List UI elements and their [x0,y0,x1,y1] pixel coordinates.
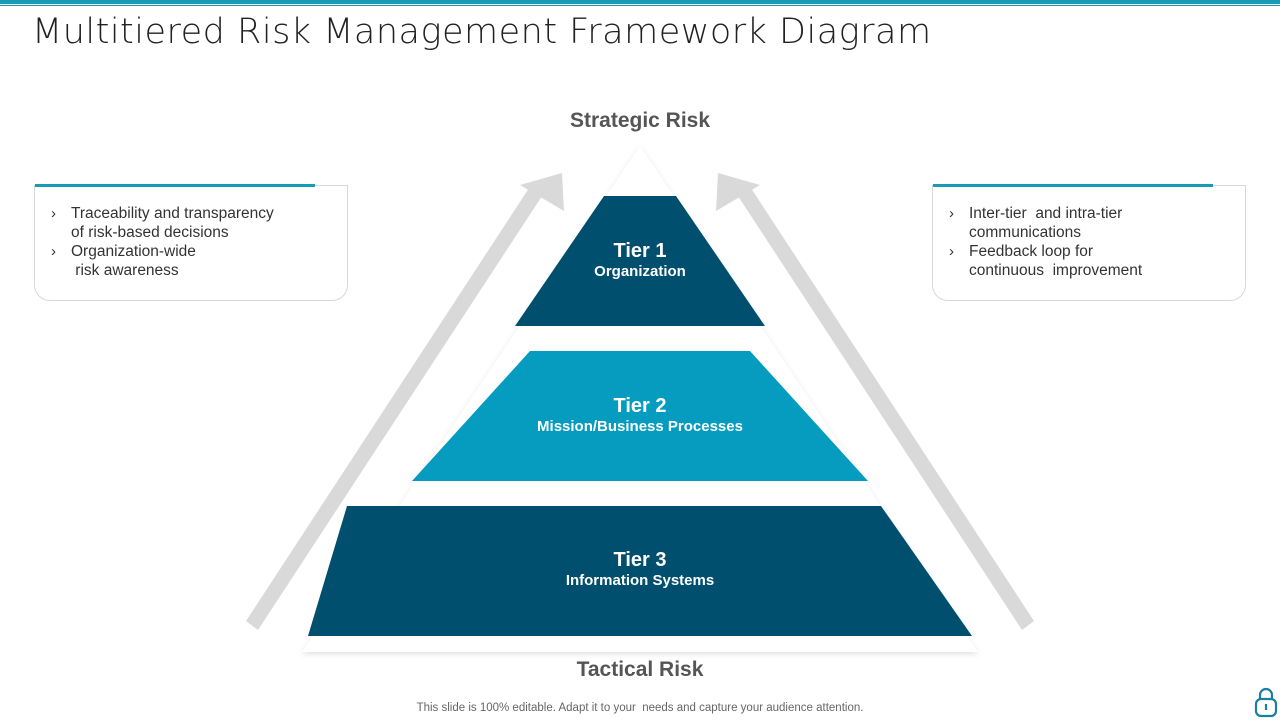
tactical-risk-label: Tactical Risk [576,658,704,681]
tier-3-title: Tier 3 [613,549,667,571]
right-info-box-accent [933,184,1213,187]
chevron-right-icon: › [51,205,56,222]
right-info-item-2-line-2: continuous improvement [969,262,1143,279]
left-info-item-1-line-1: Traceability and transparency [71,205,274,222]
tier-2-title: Tier 2 [613,395,667,417]
left-info-item-1-line-2: of risk-based decisions [71,224,229,241]
right-info-item-2-line-1: Feedback loop for [969,243,1094,260]
right-info-item-1-line-1: Inter-tier and intra-tier [969,205,1123,222]
chevron-right-icon: › [949,243,954,260]
tier-3-subtitle: Information Systems [565,572,715,589]
tier-3-label: Tier 3 Information Systems [440,549,840,591]
tier-2-shape [412,351,868,481]
chevron-right-icon: › [51,243,56,260]
tier-2-subtitle: Mission/Business Processes [537,418,743,435]
top-accent-line-thin [0,5,1280,6]
left-info-list: › Traceability and transparency of risk-… [35,186,347,280]
right-info-item: › Inter-tier and intra-tier communicatio… [949,204,1233,242]
up-right-arrow-icon [246,173,564,630]
left-info-box-accent [35,184,315,187]
lock-icon [1254,687,1278,718]
right-info-item-1-line-2: communications [969,224,1081,241]
right-info-item: › Feedback loop for continuous improveme… [949,242,1233,280]
left-info-box: › Traceability and transparency of risk-… [34,184,348,301]
left-info-item-2-line-1: Organization-wide [71,243,196,260]
left-info-item: › Organization-wide risk awareness [51,242,335,280]
tier-1-shape [515,196,765,326]
tier-3-shape [308,506,972,636]
top-accent-line [0,0,1280,4]
chevron-right-icon: › [949,205,954,222]
strategic-risk-label: Strategic Risk [569,109,711,132]
up-left-arrow-icon [716,173,1034,630]
right-info-list: › Inter-tier and intra-tier communicatio… [933,186,1245,280]
page-title: Multitiered Risk Management Framework Di… [32,12,932,52]
left-info-item-2-line-2: risk awareness [71,262,179,279]
tier-2-label: Tier 2 Mission/Business Processes [440,395,840,437]
right-info-box: › Inter-tier and intra-tier communicatio… [932,184,1246,301]
tier-1-title: Tier 1 [613,240,667,262]
tier-1-subtitle: Organization [594,263,686,280]
left-info-item: › Traceability and transparency of risk-… [51,204,335,242]
tier-1-label: Tier 1 Organization [440,240,840,282]
footer-note: This slide is 100% editable. Adapt it to… [416,702,864,714]
